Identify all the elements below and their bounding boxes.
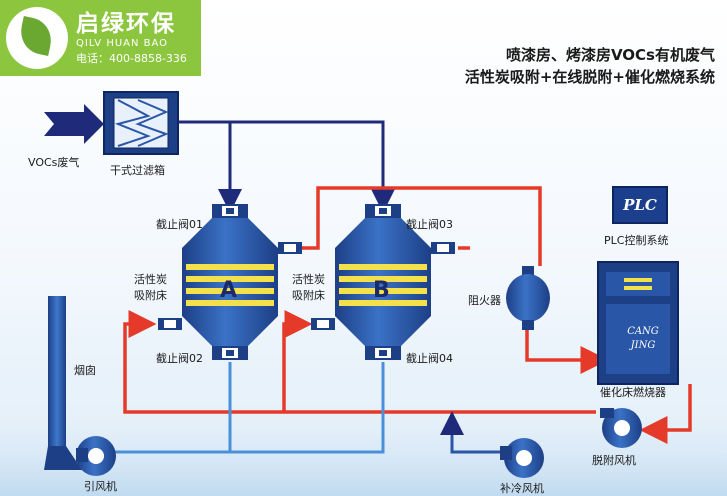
label-cooling-fan: 补冷风机 [500,482,544,495]
catalytic-burner [597,261,679,385]
label-valve-03: 截止阀03 [406,218,453,231]
brand-phone: 电话：400-8858-336 [76,51,187,65]
label-plc-system: PLC控制系统 [604,234,669,247]
clean-pipe-b [230,362,385,454]
adsorption-bed-a [158,204,302,360]
label-catalytic-burner: 催化床燃烧器 [600,386,666,399]
label-bed-a: 活性炭 吸附床 [134,273,167,302]
hot-pipe-top [302,186,542,266]
label-chimney: 烟囱 [74,364,96,377]
label-dry-filter: 干式过滤箱 [110,164,165,177]
hot-pipe-to-fan [639,384,692,444]
vocs-inlet-arrow [44,104,104,144]
bed-b-tag: B [373,278,390,303]
flame-arrester [506,266,550,330]
brand-logo: 启绿环保 QILV HUAN BAO 电话：400-8858-336 [0,0,201,76]
label-valve-02: 截止阀02 [156,352,203,365]
plc-box: PLC [612,186,668,224]
hot-return-loop-b [282,310,313,412]
bed-a-tag: A [220,278,238,303]
brand-name-en: QILV HUAN BAO [76,37,169,49]
hot-pipe-to-burner [525,330,609,374]
label-valve-04: 截止阀04 [406,352,453,365]
label-induced-fan: 引风机 [84,480,117,493]
label-desorption-fan: 脱附风机 [592,454,636,467]
adsorption-bed-b [311,204,455,360]
diagram-title: 喷漆房、烤漆房VOCs有机废气 活性炭吸附+在线脱附+催化燃烧系统 [465,44,715,88]
hot-return-loop [123,310,596,414]
label-flame-arrester: 阻火器 [468,294,501,307]
chimney [44,296,82,470]
cooling-fan [500,438,544,478]
desorption-fan [600,408,642,448]
dry-filter-box [103,91,179,155]
exhaust-pipe-to-a [178,120,242,213]
title-line-1: 喷漆房、烤漆房VOCs有机废气 [505,46,715,64]
cooling-pipe [440,411,510,454]
label-bed-b: 活性炭 吸附床 [292,273,325,302]
induced-fan [76,436,116,476]
leaf-logo-icon [6,7,68,69]
brand-name-cn: 启绿环保 [76,10,176,37]
label-vocs-inlet: VOCs废气 [28,156,80,169]
burner-brand: CANG JING [627,326,659,351]
title-line-2: 活性炭吸附+在线脱附+催化燃烧系统 [464,68,715,86]
label-valve-01: 截止阀01 [156,218,203,231]
exhaust-pipe-to-b [230,120,395,213]
